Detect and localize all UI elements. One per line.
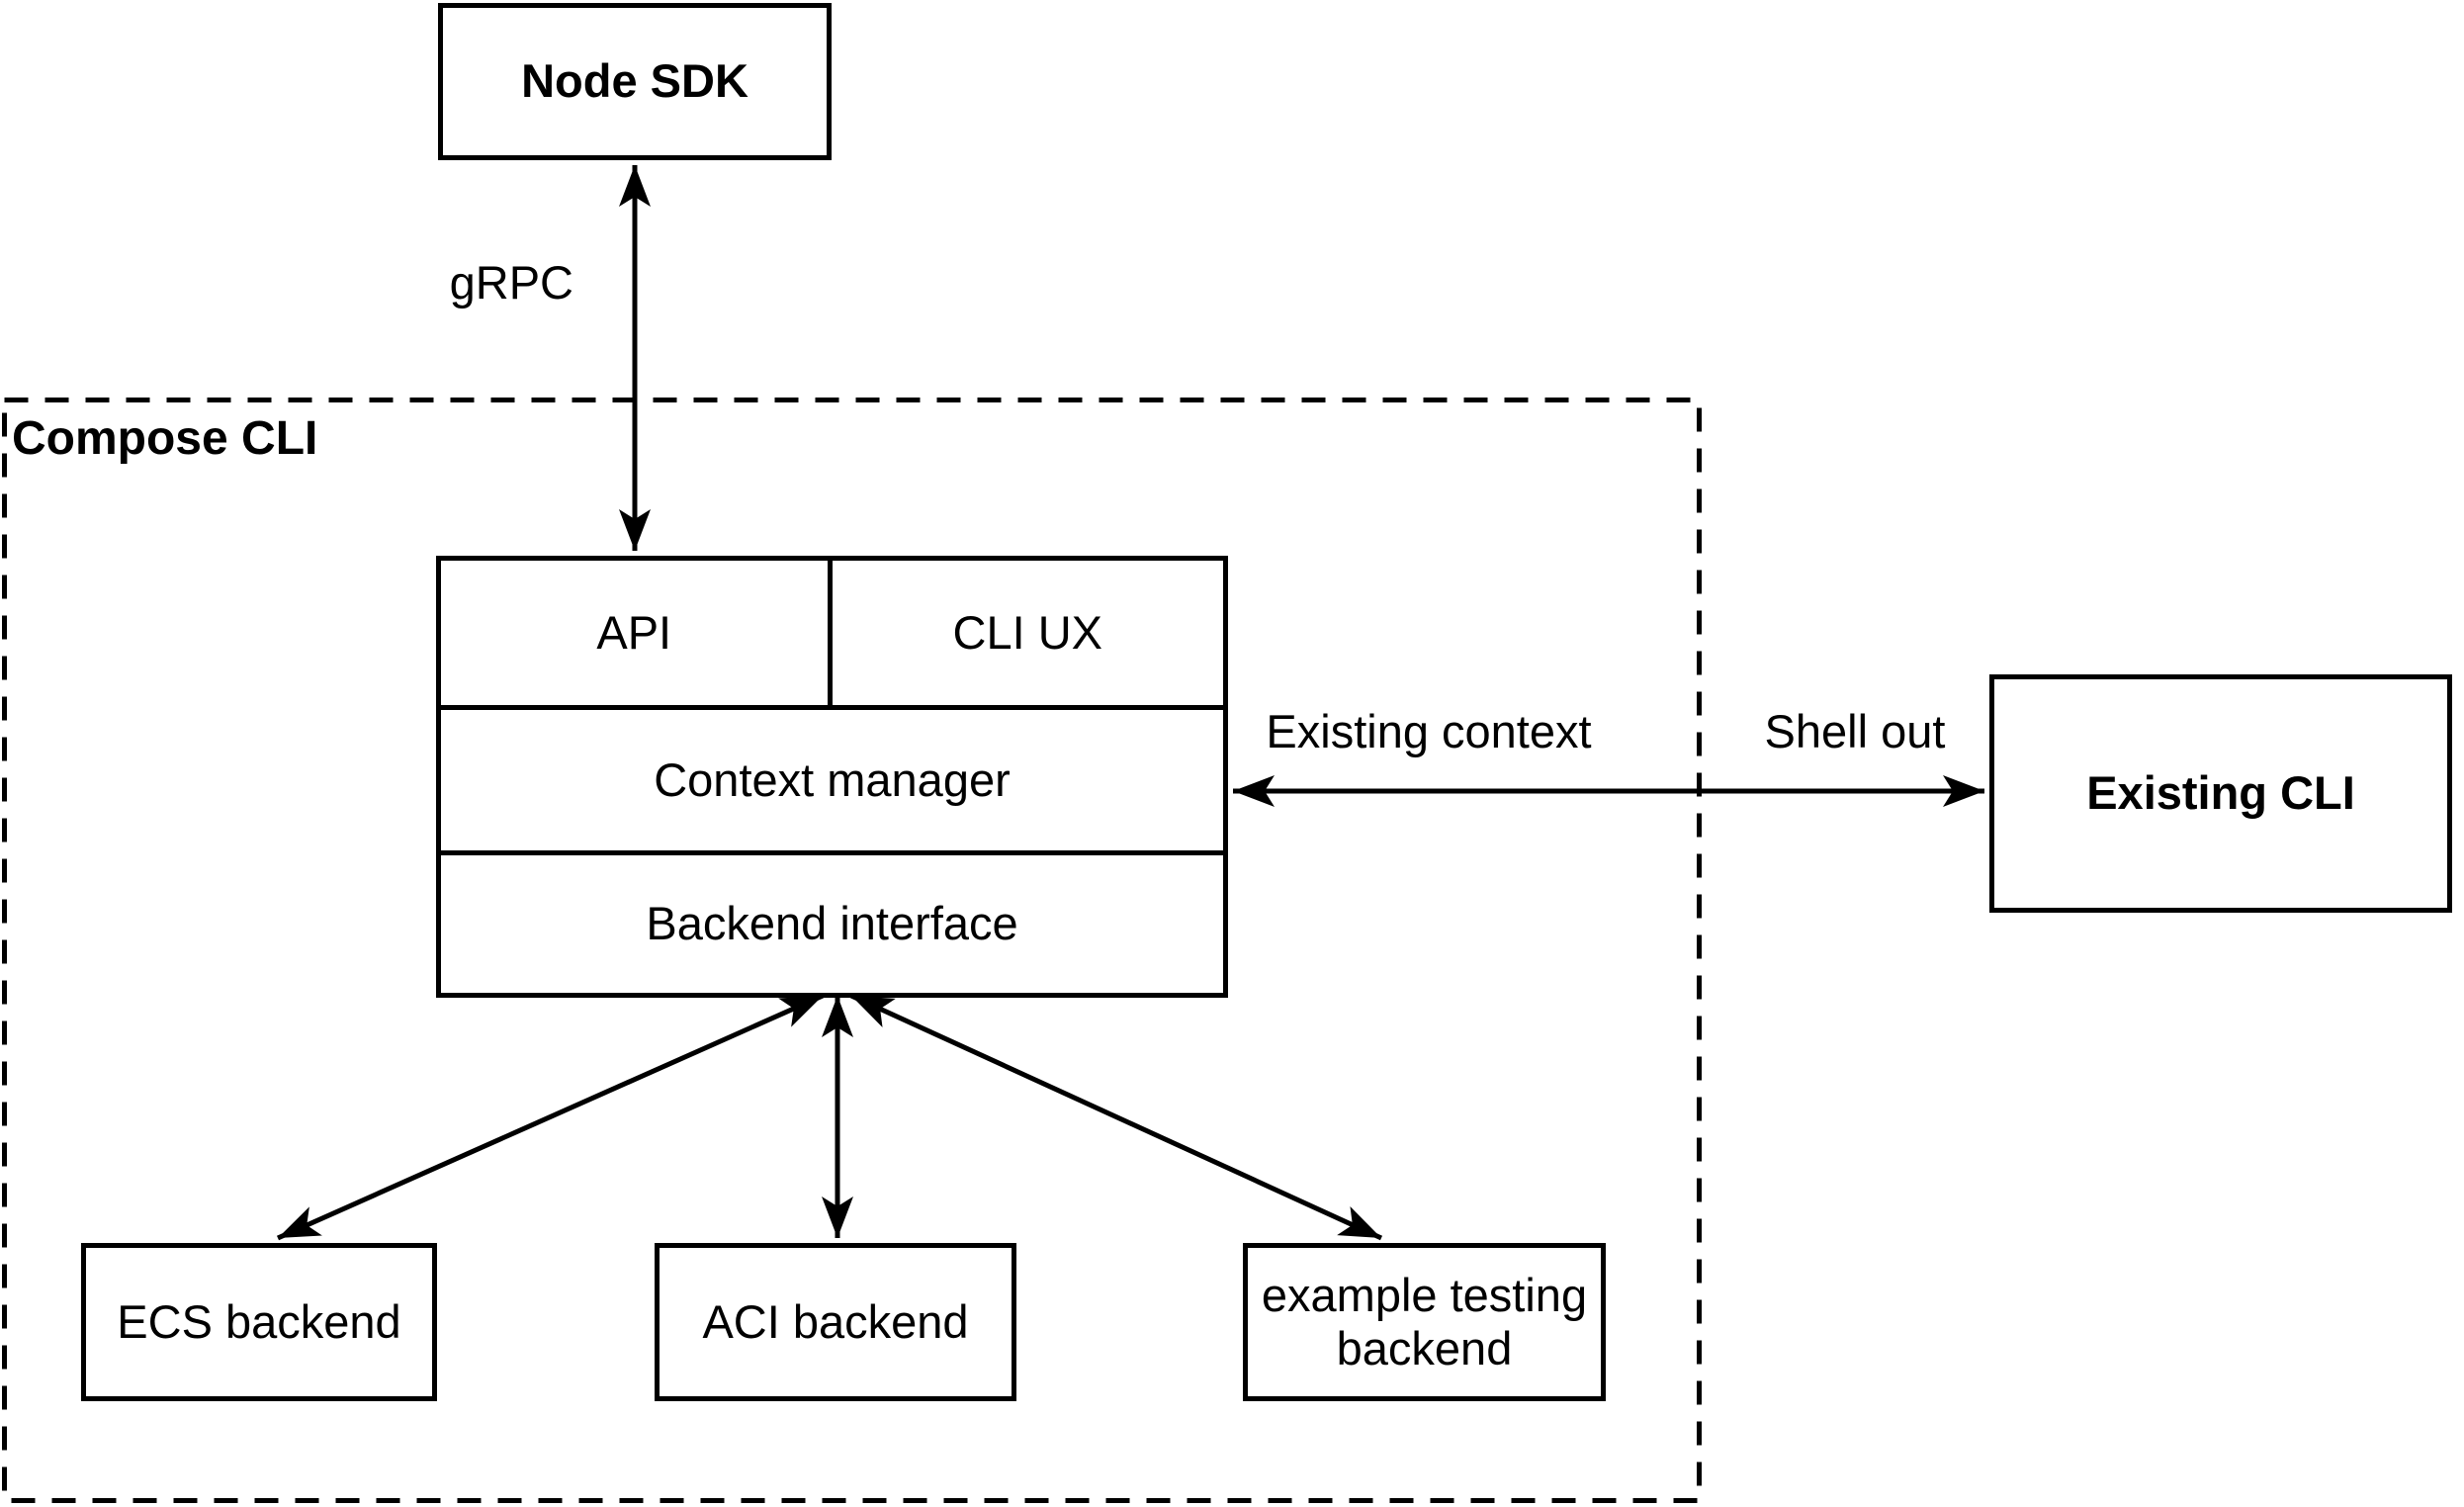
shell-out-edge-label: Shell out [1764, 705, 1946, 757]
ecs-backend-box: ECS backend [81, 1243, 437, 1401]
aci-backend-box: ACI backend [655, 1243, 1016, 1401]
compose-cli-stack: API CLI UX Context manager Backend inter… [436, 556, 1228, 998]
example-testing-backend-box: example testing backend [1243, 1243, 1606, 1401]
cli-ux-label: CLI UX [952, 605, 1103, 659]
aci-backend-label: ACI backend [702, 1294, 969, 1348]
api-label: API [596, 605, 672, 659]
node-sdk-label: Node SDK [521, 54, 748, 108]
existing-cli-label: Existing CLI [2086, 766, 2355, 820]
stack-top-row: API CLI UX [441, 561, 1223, 710]
existing-cli-box: Existing CLI [1989, 674, 2452, 913]
backend-interface-row: Backend interface [441, 850, 1223, 993]
example-testing-backend-label: example testing backend [1261, 1268, 1588, 1374]
node-sdk-box: Node SDK [438, 3, 832, 160]
grpc-edge-label: gRPC [449, 256, 573, 309]
ecs-backend-label: ECS backend [117, 1294, 401, 1348]
compose-cli-label: Compose CLI [12, 412, 318, 465]
api-cell: API [441, 561, 833, 705]
context-manager-label: Context manager [654, 753, 1011, 806]
existing-context-edge-label: Existing context [1266, 705, 1592, 757]
backend-interface-label: Backend interface [646, 897, 1018, 950]
context-manager-row: Context manager [441, 710, 1223, 850]
cli-ux-cell: CLI UX [833, 561, 1224, 705]
